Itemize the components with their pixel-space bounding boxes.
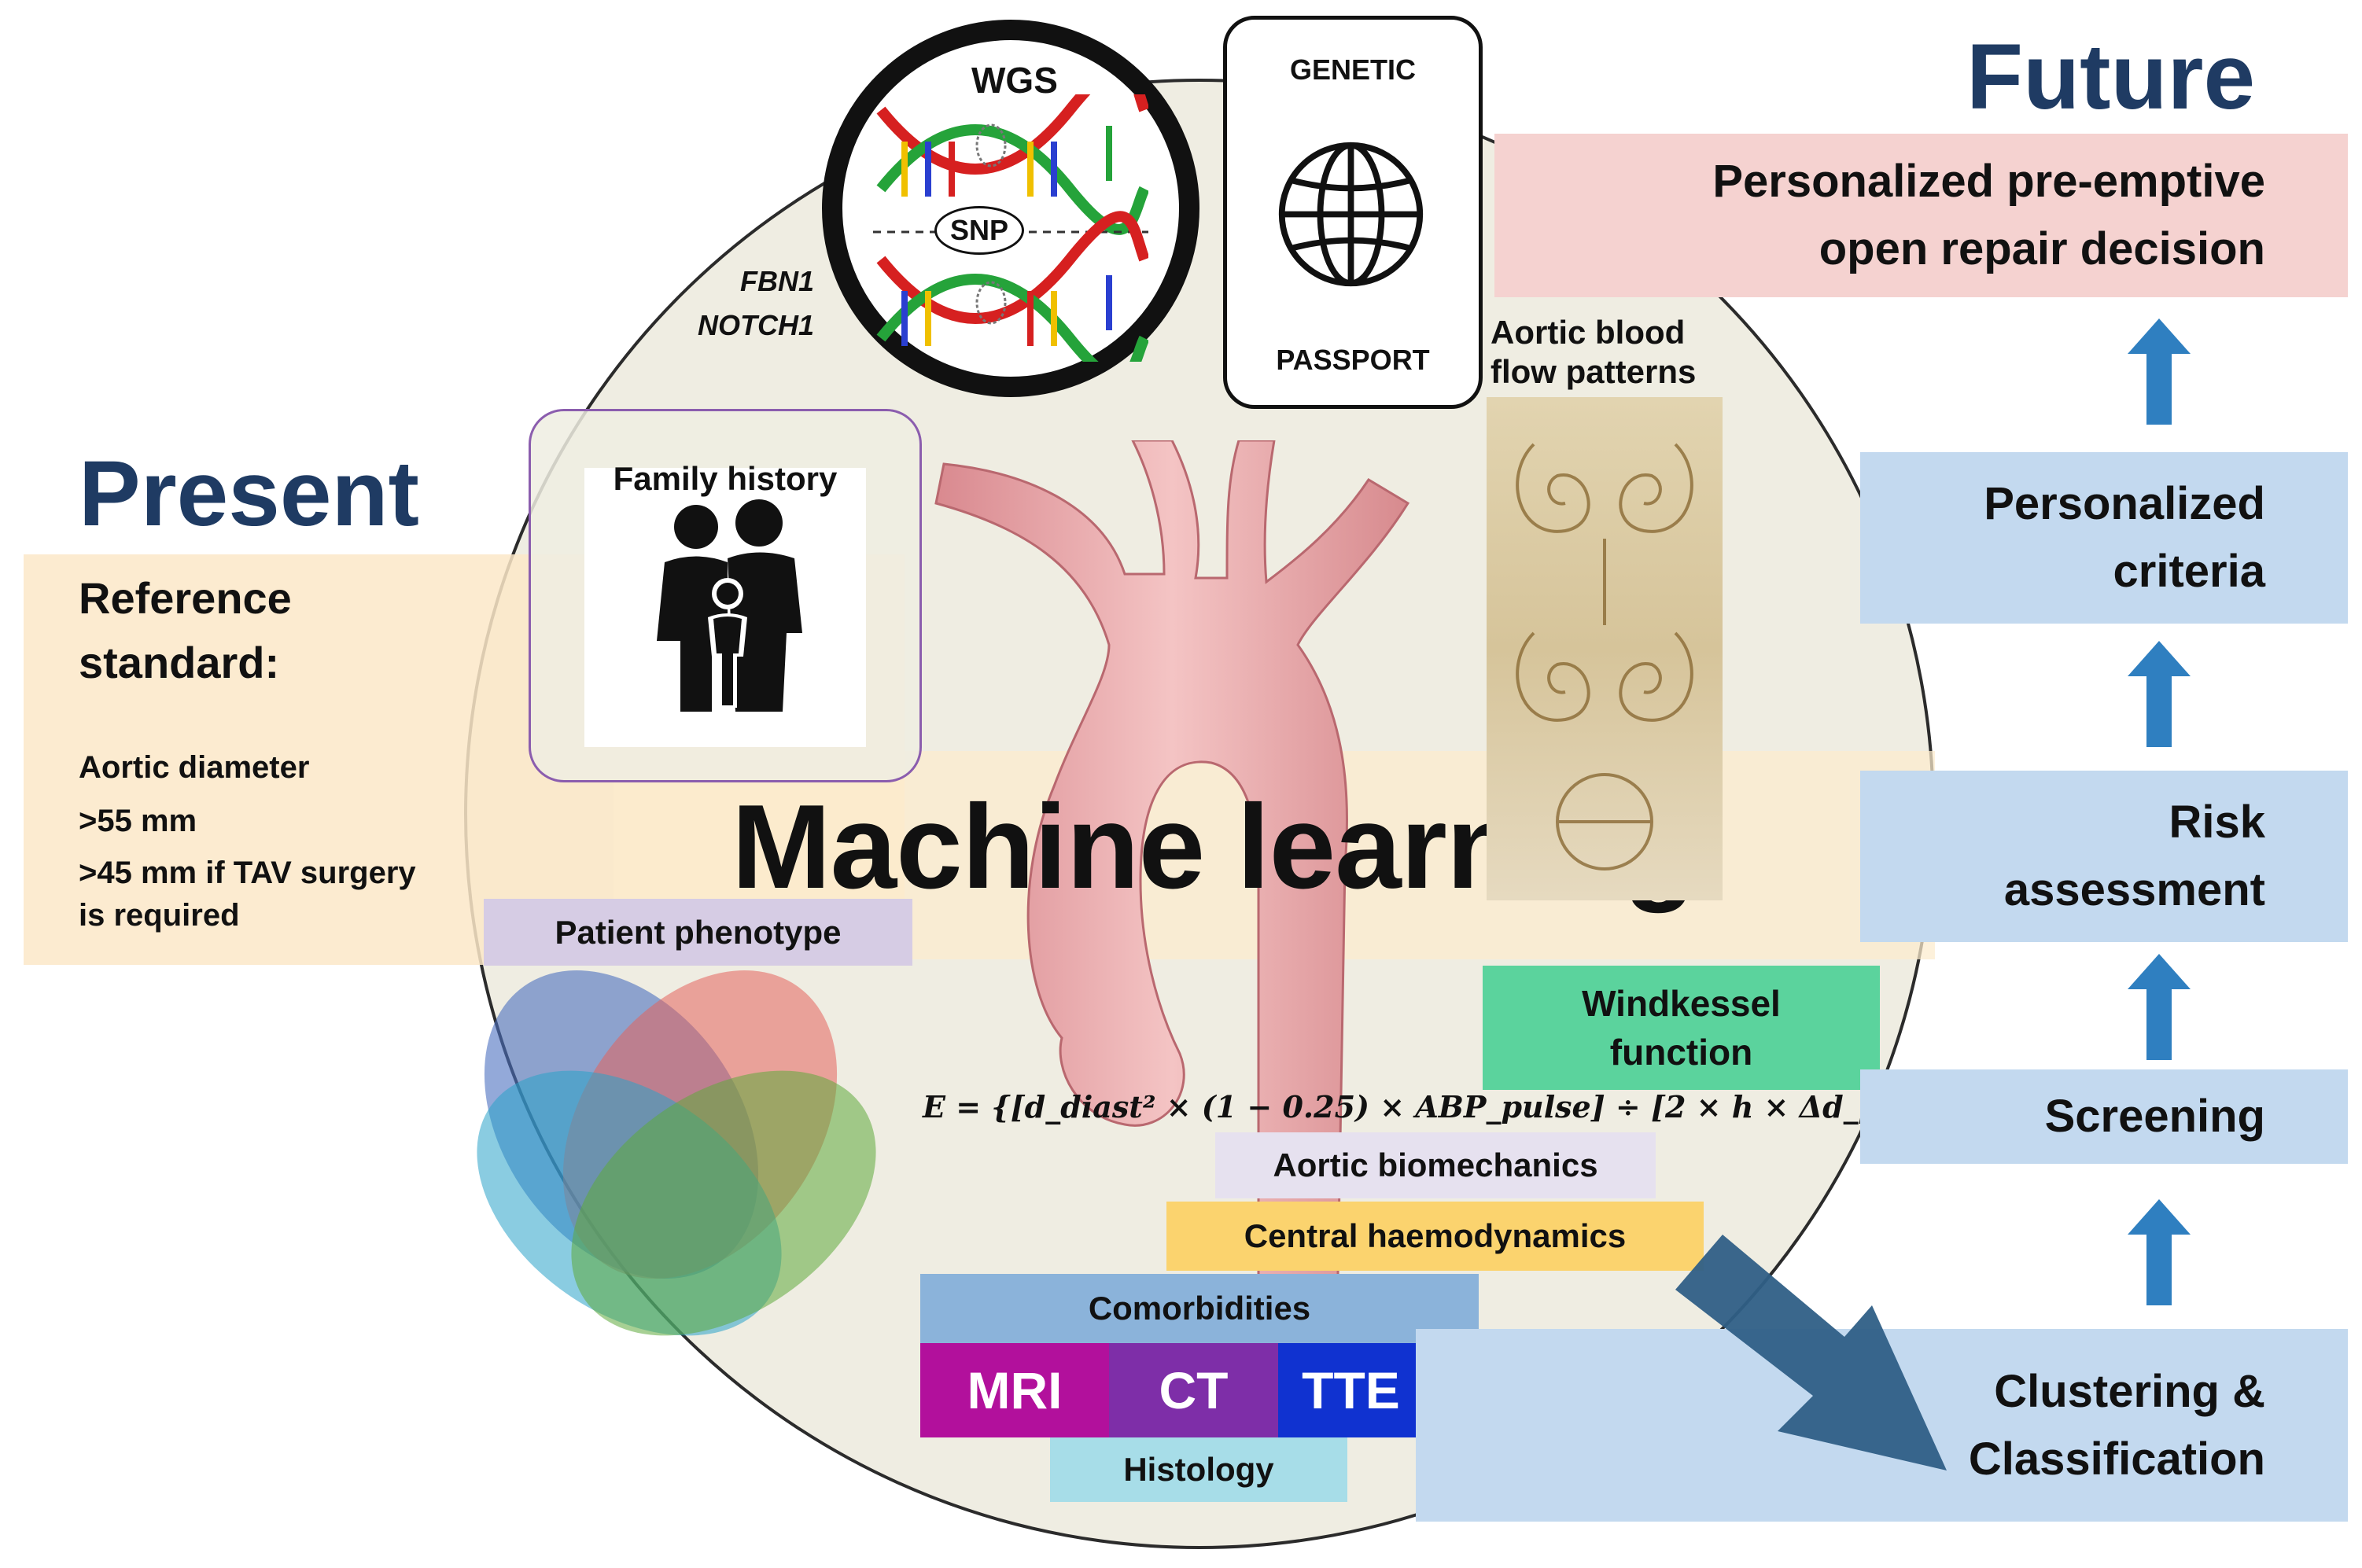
gene-list: FBN1 NOTCH1 <box>669 259 814 348</box>
central-haemodynamics-band: Central haemodynamics <box>1166 1202 1704 1271</box>
snp-badge: SNP <box>934 206 1024 255</box>
up-arrow-icon <box>2128 318 2191 425</box>
tte-tile: TTE <box>1278 1343 1424 1437</box>
windkessel-line-1: Windkessel <box>1582 983 1781 1024</box>
present-title: Present <box>79 442 419 546</box>
future-step-line: Risk <box>2169 797 2265 848</box>
future-step-repair-decision: Personalized pre-emptive open repair dec… <box>1494 134 2348 297</box>
windkessel-function-box: Windkessel function <box>1483 966 1880 1090</box>
wgs-label: WGS <box>971 60 1058 101</box>
blood-flow-label: Aortic blood flow patterns <box>1491 313 1750 392</box>
gene-notch1: NOTCH1 <box>697 309 814 341</box>
criterion-aortic-diameter: Aortic diameter <box>79 750 310 785</box>
gene-fbn1: FBN1 <box>739 265 814 297</box>
blood-flow-label-line-2: flow patterns <box>1491 353 1697 390</box>
future-step-risk-assessment: Risk assessment <box>1860 771 2348 942</box>
future-step-line: Personalized pre-emptive <box>1712 156 2265 207</box>
family-history-label: Family history <box>613 460 838 497</box>
future-step-screening: Screening <box>1860 1069 2348 1164</box>
future-title: Future <box>1966 25 2256 129</box>
flow-vortex-sketch <box>1516 443 1693 870</box>
up-arrow-icon <box>2128 954 2191 1060</box>
patient-phenotype-label: Patient phenotype <box>484 899 912 966</box>
reference-standard-label: Reference standard: <box>79 573 292 687</box>
venn-diagram <box>477 970 876 1336</box>
future-step-line: open repair decision <box>1818 223 2265 274</box>
future-step-line: Personalized <box>1984 478 2265 529</box>
aorta-illustration <box>934 440 1410 1321</box>
criterion-surgery: is required <box>79 898 240 933</box>
blood-flow-sketch <box>1487 397 1723 900</box>
up-arrow-icon <box>2128 1199 2191 1305</box>
future-step-line: criteria <box>2113 546 2265 597</box>
passport-genetic-label: GENETIC <box>1289 53 1416 86</box>
future-step-line: Screening <box>2044 1091 2265 1142</box>
future-step-line: assessment <box>2003 864 2265 915</box>
blood-flow-label-line-1: Aortic blood <box>1491 314 1686 351</box>
mri-tile: MRI <box>920 1343 1109 1437</box>
family-icon <box>657 499 802 712</box>
dna-helix-icon <box>873 94 1148 362</box>
passport-passport-label: PASSPORT <box>1276 344 1430 376</box>
globe-icon <box>1278 142 1424 287</box>
ct-tile: CT <box>1109 1343 1278 1437</box>
comorbidities-band: Comorbidities <box>920 1274 1479 1343</box>
future-step-personalized-criteria: Personalized criteria <box>1860 452 2348 624</box>
aortic-biomechanics-band: Aortic biomechanics <box>1215 1132 1656 1198</box>
future-step-line: Clustering & <box>1994 1365 2265 1417</box>
criterion-55mm: >55 mm <box>79 804 197 838</box>
windkessel-line-2: function <box>1609 1032 1753 1073</box>
up-arrow-icon <box>2128 641 2191 747</box>
criterion-45mm: >45 mm if TAV surgery <box>79 856 416 890</box>
big-diagonal-arrow-icon <box>1675 1235 1947 1470</box>
future-step-line: Classification <box>1968 1433 2265 1485</box>
histology-band: Histology <box>1050 1437 1347 1502</box>
